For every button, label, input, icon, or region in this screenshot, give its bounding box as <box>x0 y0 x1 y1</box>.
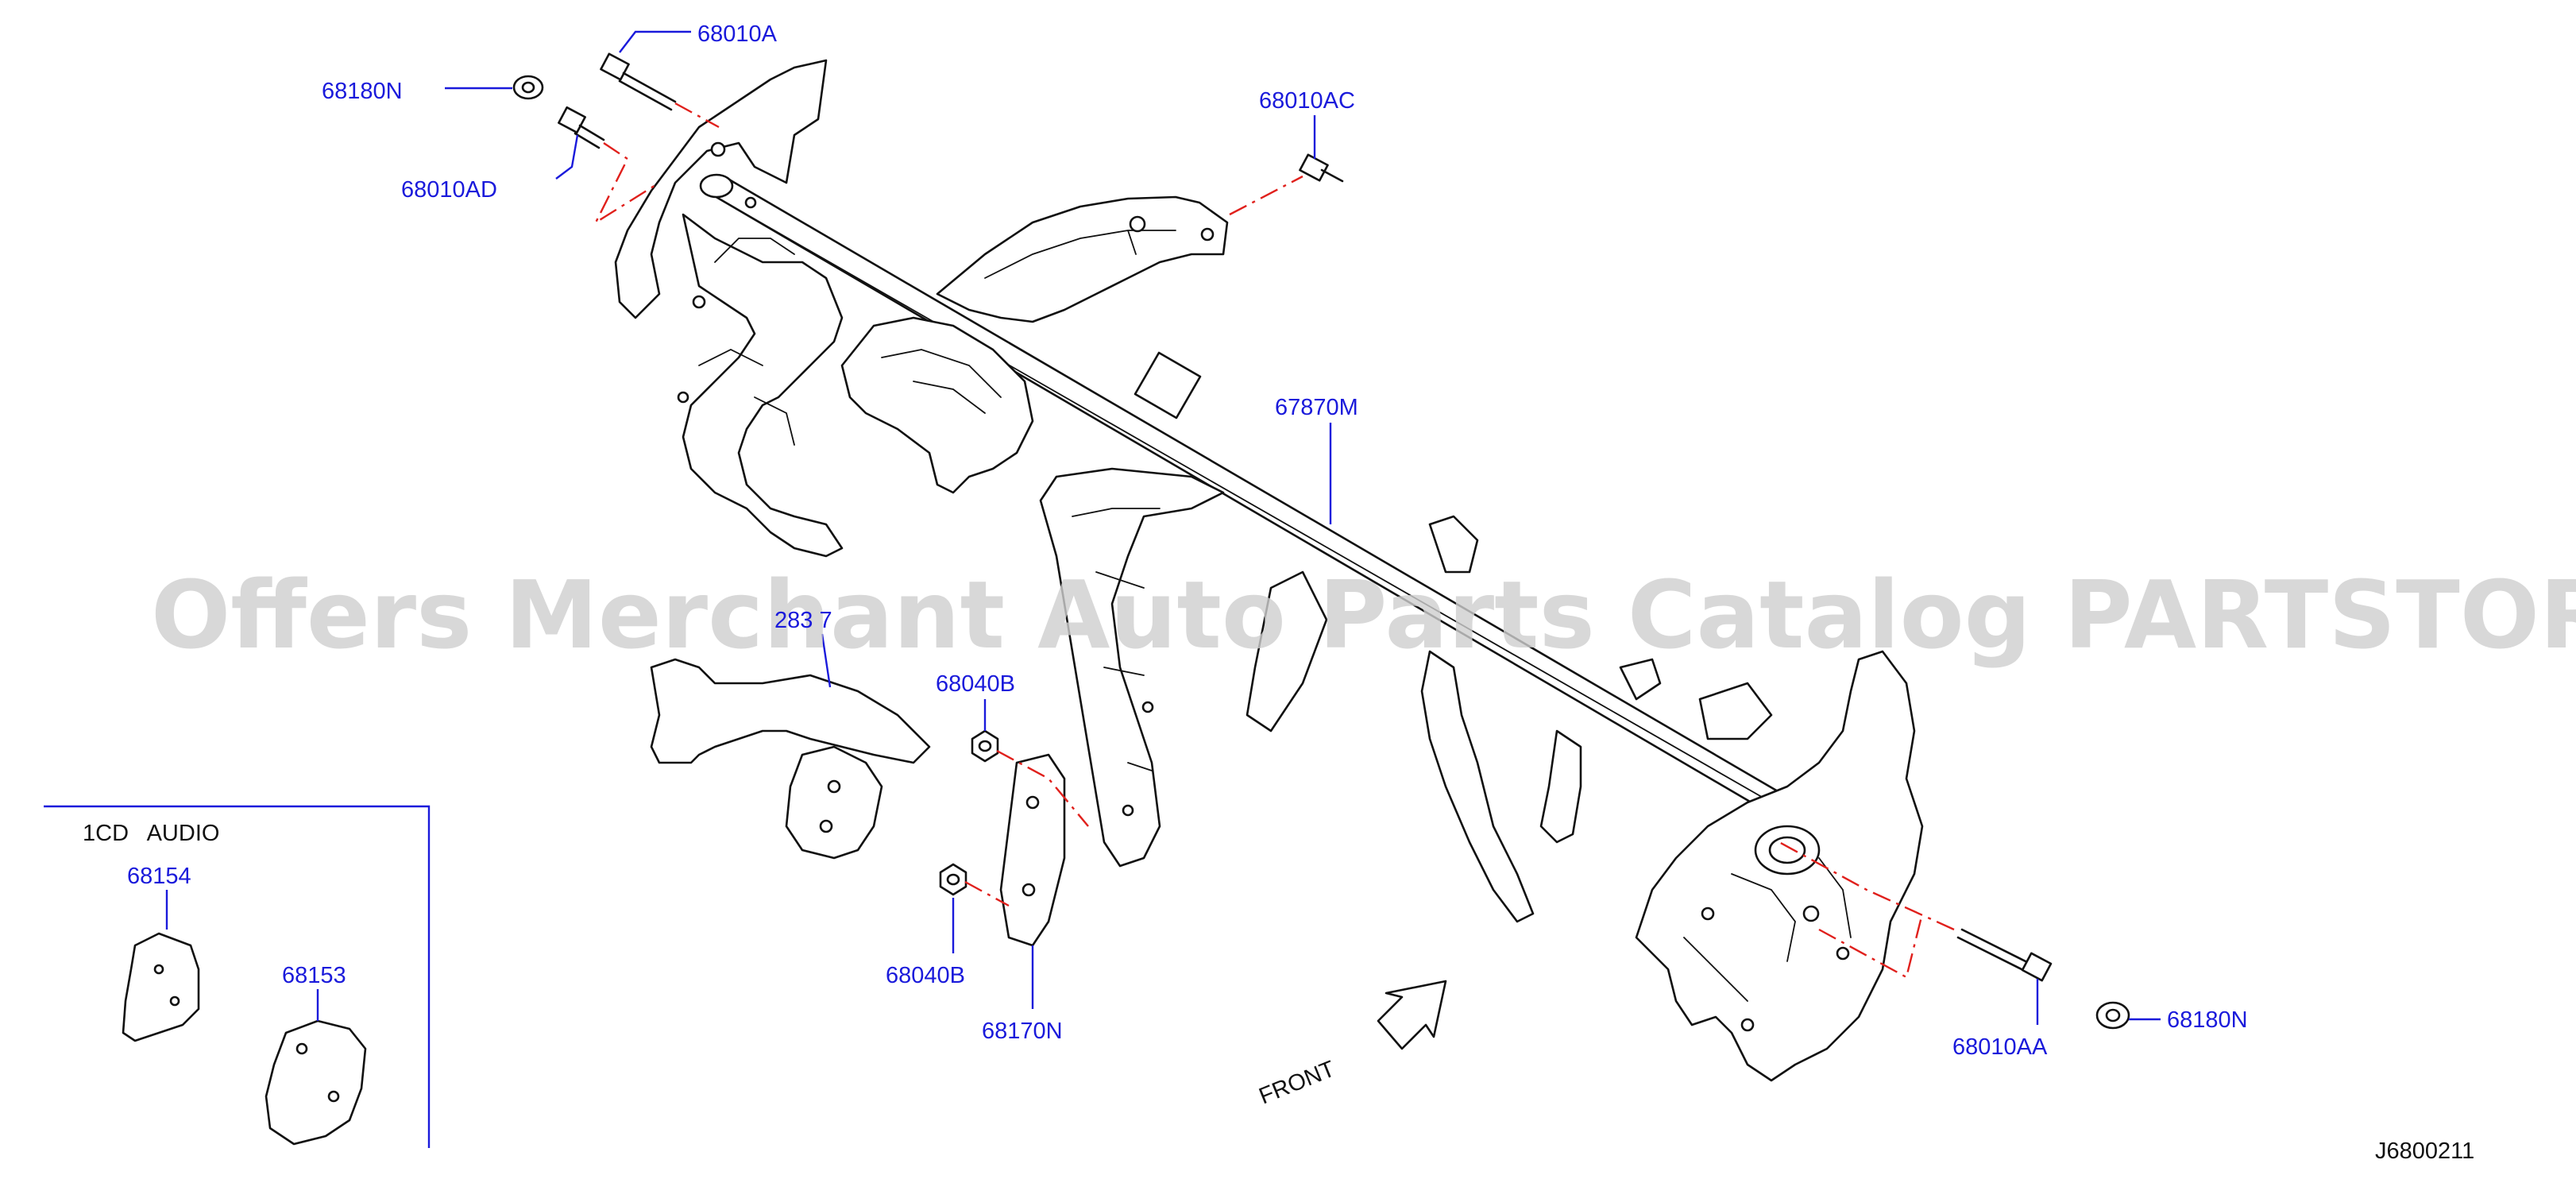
label-68010a[interactable]: 68010A <box>697 21 778 47</box>
bracket-68170n[interactable] <box>999 753 1066 947</box>
bracket-283-7[interactable] <box>650 658 931 860</box>
nut-68180n-top[interactable] <box>512 75 544 100</box>
front-label: FRONT <box>1256 1056 1339 1109</box>
nut-68040b-bottom[interactable] <box>939 863 967 896</box>
bolt-68010a[interactable] <box>600 52 677 111</box>
bolt-68010ac[interactable] <box>1299 153 1344 183</box>
bolt-68010aa[interactable] <box>1956 928 2053 982</box>
center-support-bracket[interactable] <box>840 316 1202 494</box>
diagram-id: J6800211 <box>2375 1138 2474 1164</box>
watermark-text: Offers Merchant Auto Parts Catalog PARTS… <box>151 560 2576 670</box>
center-stay[interactable] <box>1039 467 1225 868</box>
label-68170n[interactable]: 68170N <box>982 1019 1063 1044</box>
label-68153[interactable]: 68153 <box>282 963 346 988</box>
label-68180n-top[interactable]: 68180N <box>322 79 403 104</box>
inset-frame <box>44 805 431 1148</box>
label-68010ad[interactable]: 68010AD <box>401 177 497 203</box>
label-68040b-top[interactable]: 68040B <box>936 671 1015 697</box>
front-arrow-icon <box>1377 980 1447 1050</box>
nut-68180n-right[interactable] <box>2095 1001 2130 1030</box>
left-end-bracket[interactable] <box>614 59 844 558</box>
fastener-axis-lines <box>593 102 1955 979</box>
right-end-bracket[interactable] <box>1635 650 1924 1082</box>
label-68010aa[interactable]: 68010AA <box>1952 1034 2048 1060</box>
audio-bracket-68153[interactable] <box>265 1019 367 1146</box>
label-283-7[interactable]: 283 7 <box>774 608 832 633</box>
middle-lower-bracket[interactable] <box>1246 515 1773 923</box>
label-68040b-bottom[interactable]: 68040B <box>886 963 965 988</box>
bolt-68010ad[interactable] <box>558 106 605 149</box>
label-68180n-right[interactable]: 68180N <box>2167 1007 2248 1033</box>
audio-bracket-68154[interactable] <box>122 932 200 1042</box>
leader-lines <box>165 30 2161 1025</box>
upper-center-bracket[interactable] <box>936 195 1229 323</box>
inset-title: 1CD AUDIO <box>83 821 219 846</box>
cross-beam-67870m[interactable] <box>699 173 1785 809</box>
nut-68040b-top[interactable] <box>971 729 999 763</box>
label-68154[interactable]: 68154 <box>127 864 191 889</box>
label-67870m[interactable]: 67870M <box>1275 395 1358 420</box>
label-68010ac[interactable]: 68010AC <box>1259 88 1355 114</box>
